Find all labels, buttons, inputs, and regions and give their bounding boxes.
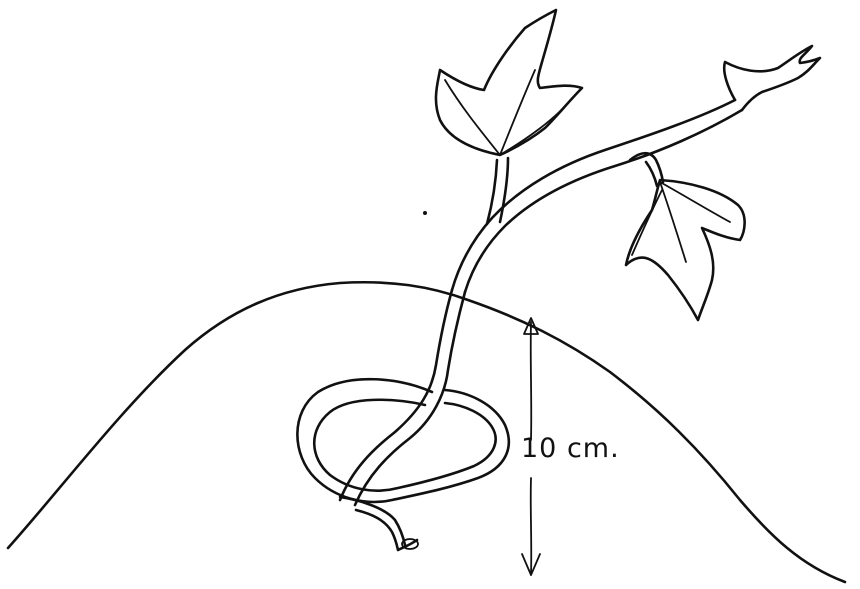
coiled-stem-inner	[314, 400, 495, 491]
coiled-stem-outer	[297, 379, 508, 502]
stem-cut-end	[340, 497, 417, 550]
right-leaf-vein	[632, 182, 730, 262]
soil-mound-outline	[8, 282, 845, 582]
depth-label: 10 cm.	[521, 433, 620, 464]
stem-buried-right	[355, 292, 465, 505]
pencil-dot	[423, 211, 427, 215]
stem-growing-tip	[724, 46, 820, 110]
right-leaf	[626, 180, 745, 320]
stem-buried-left	[340, 290, 452, 500]
